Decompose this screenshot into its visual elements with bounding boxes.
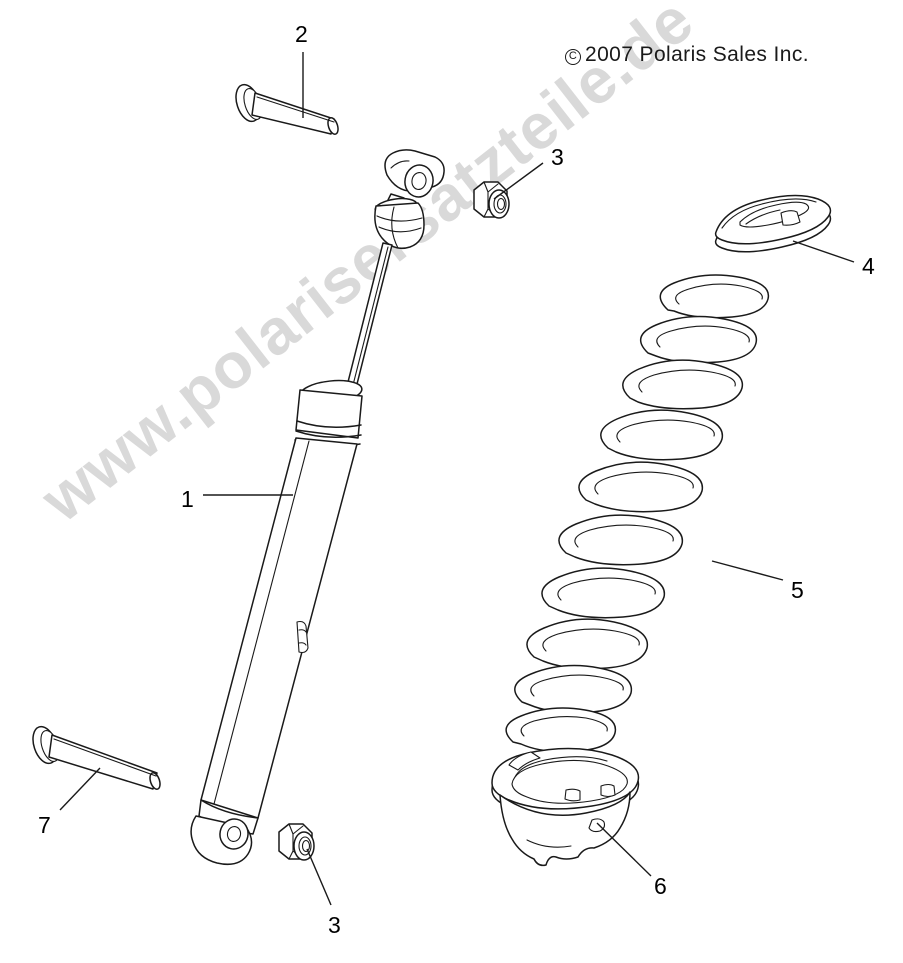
shock-body (190, 379, 363, 866)
part-bolt-lower (32, 725, 161, 790)
part-spring-seat (491, 747, 640, 867)
callout-4: 4 (862, 253, 875, 279)
part-spring-retainer (714, 194, 832, 253)
leader-3-upper (493, 162, 544, 200)
copyright-text: 2007 Polaris Sales Inc. (585, 43, 809, 66)
leader-6 (596, 822, 652, 877)
leader-lines (59, 52, 855, 906)
callout-2: 2 (295, 21, 308, 47)
leader-5 (711, 560, 784, 581)
callout-7: 7 (38, 812, 51, 838)
callout-5: 5 (791, 577, 804, 603)
copyright-symbol: C (565, 49, 581, 65)
part-coil-spring (505, 274, 770, 753)
callout-3-lower: 3 (328, 912, 341, 938)
callout-3-upper: 3 (551, 144, 564, 170)
part-shock-absorber (190, 149, 445, 866)
leader-7 (59, 767, 101, 811)
part-flange-nut-upper (473, 181, 510, 219)
callout-1: 1 (181, 486, 194, 512)
leader-3-lower (306, 848, 332, 906)
callout-6: 6 (654, 873, 667, 899)
shock-bumper (374, 197, 425, 250)
shock-piston-rod (345, 242, 393, 393)
part-bolt-upper (235, 83, 339, 135)
leader-4 (792, 240, 855, 263)
